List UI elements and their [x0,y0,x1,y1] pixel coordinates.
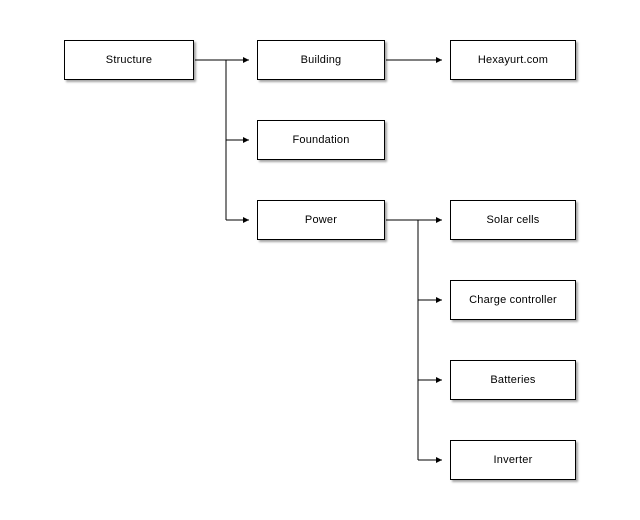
node-hexayurt[interactable]: Hexayurt.com [450,40,576,80]
node-inverter[interactable]: Inverter [450,440,576,480]
node-hexayurt-label: Hexayurt.com [477,54,549,66]
node-solar-cells[interactable]: Solar cells [450,200,576,240]
node-charge-controller-label: Charge controller [469,294,557,306]
node-structure-label: Structure [105,54,153,66]
node-charge-controller[interactable]: Charge controller [450,280,576,320]
node-batteries-label: Batteries [490,374,536,386]
node-foundation[interactable]: Foundation [257,120,385,160]
node-building[interactable]: Building [257,40,385,80]
node-power-label: Power [304,214,338,226]
node-power[interactable]: Power [257,200,385,240]
node-solar-cells-label: Solar cells [486,214,540,226]
node-inverter-label: Inverter [493,454,533,466]
node-building-label: Building [300,54,342,66]
node-batteries[interactable]: Batteries [450,360,576,400]
node-structure[interactable]: Structure [64,40,194,80]
node-foundation-label: Foundation [292,134,350,146]
